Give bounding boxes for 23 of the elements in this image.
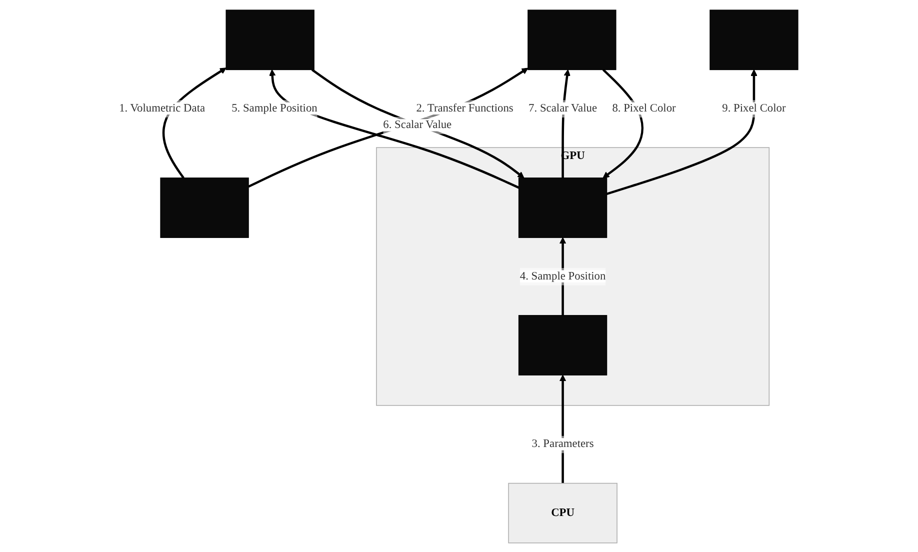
edge-label: 8. Pixel Color — [612, 102, 676, 114]
edge-label: 5. Sample Position — [232, 102, 318, 114]
node-box — [518, 177, 608, 238]
edge-label: 3. Parameters — [532, 438, 594, 450]
arrow — [560, 236, 567, 315]
node-box — [160, 177, 250, 238]
arrow — [560, 374, 567, 483]
arrow — [602, 68, 644, 178]
arrow — [162, 67, 227, 178]
arrow — [606, 68, 758, 194]
arrow — [562, 68, 571, 178]
edge-label: 2. Transfer Functions — [416, 102, 514, 114]
node-box — [528, 9, 617, 70]
edge-label: 4. Sample Position — [520, 270, 606, 282]
node-box — [226, 9, 315, 70]
edge-label: 7. Scalar Value — [529, 102, 598, 114]
node-box — [710, 9, 799, 70]
edge-label: 1. Volumetric Data — [120, 102, 206, 114]
edge-label: 9. Pixel Color — [722, 102, 786, 114]
edge-label: 6. Scalar Value — [384, 118, 452, 131]
arrow — [312, 68, 525, 178]
node-box — [518, 314, 608, 375]
node-box: CPU — [508, 482, 618, 543]
